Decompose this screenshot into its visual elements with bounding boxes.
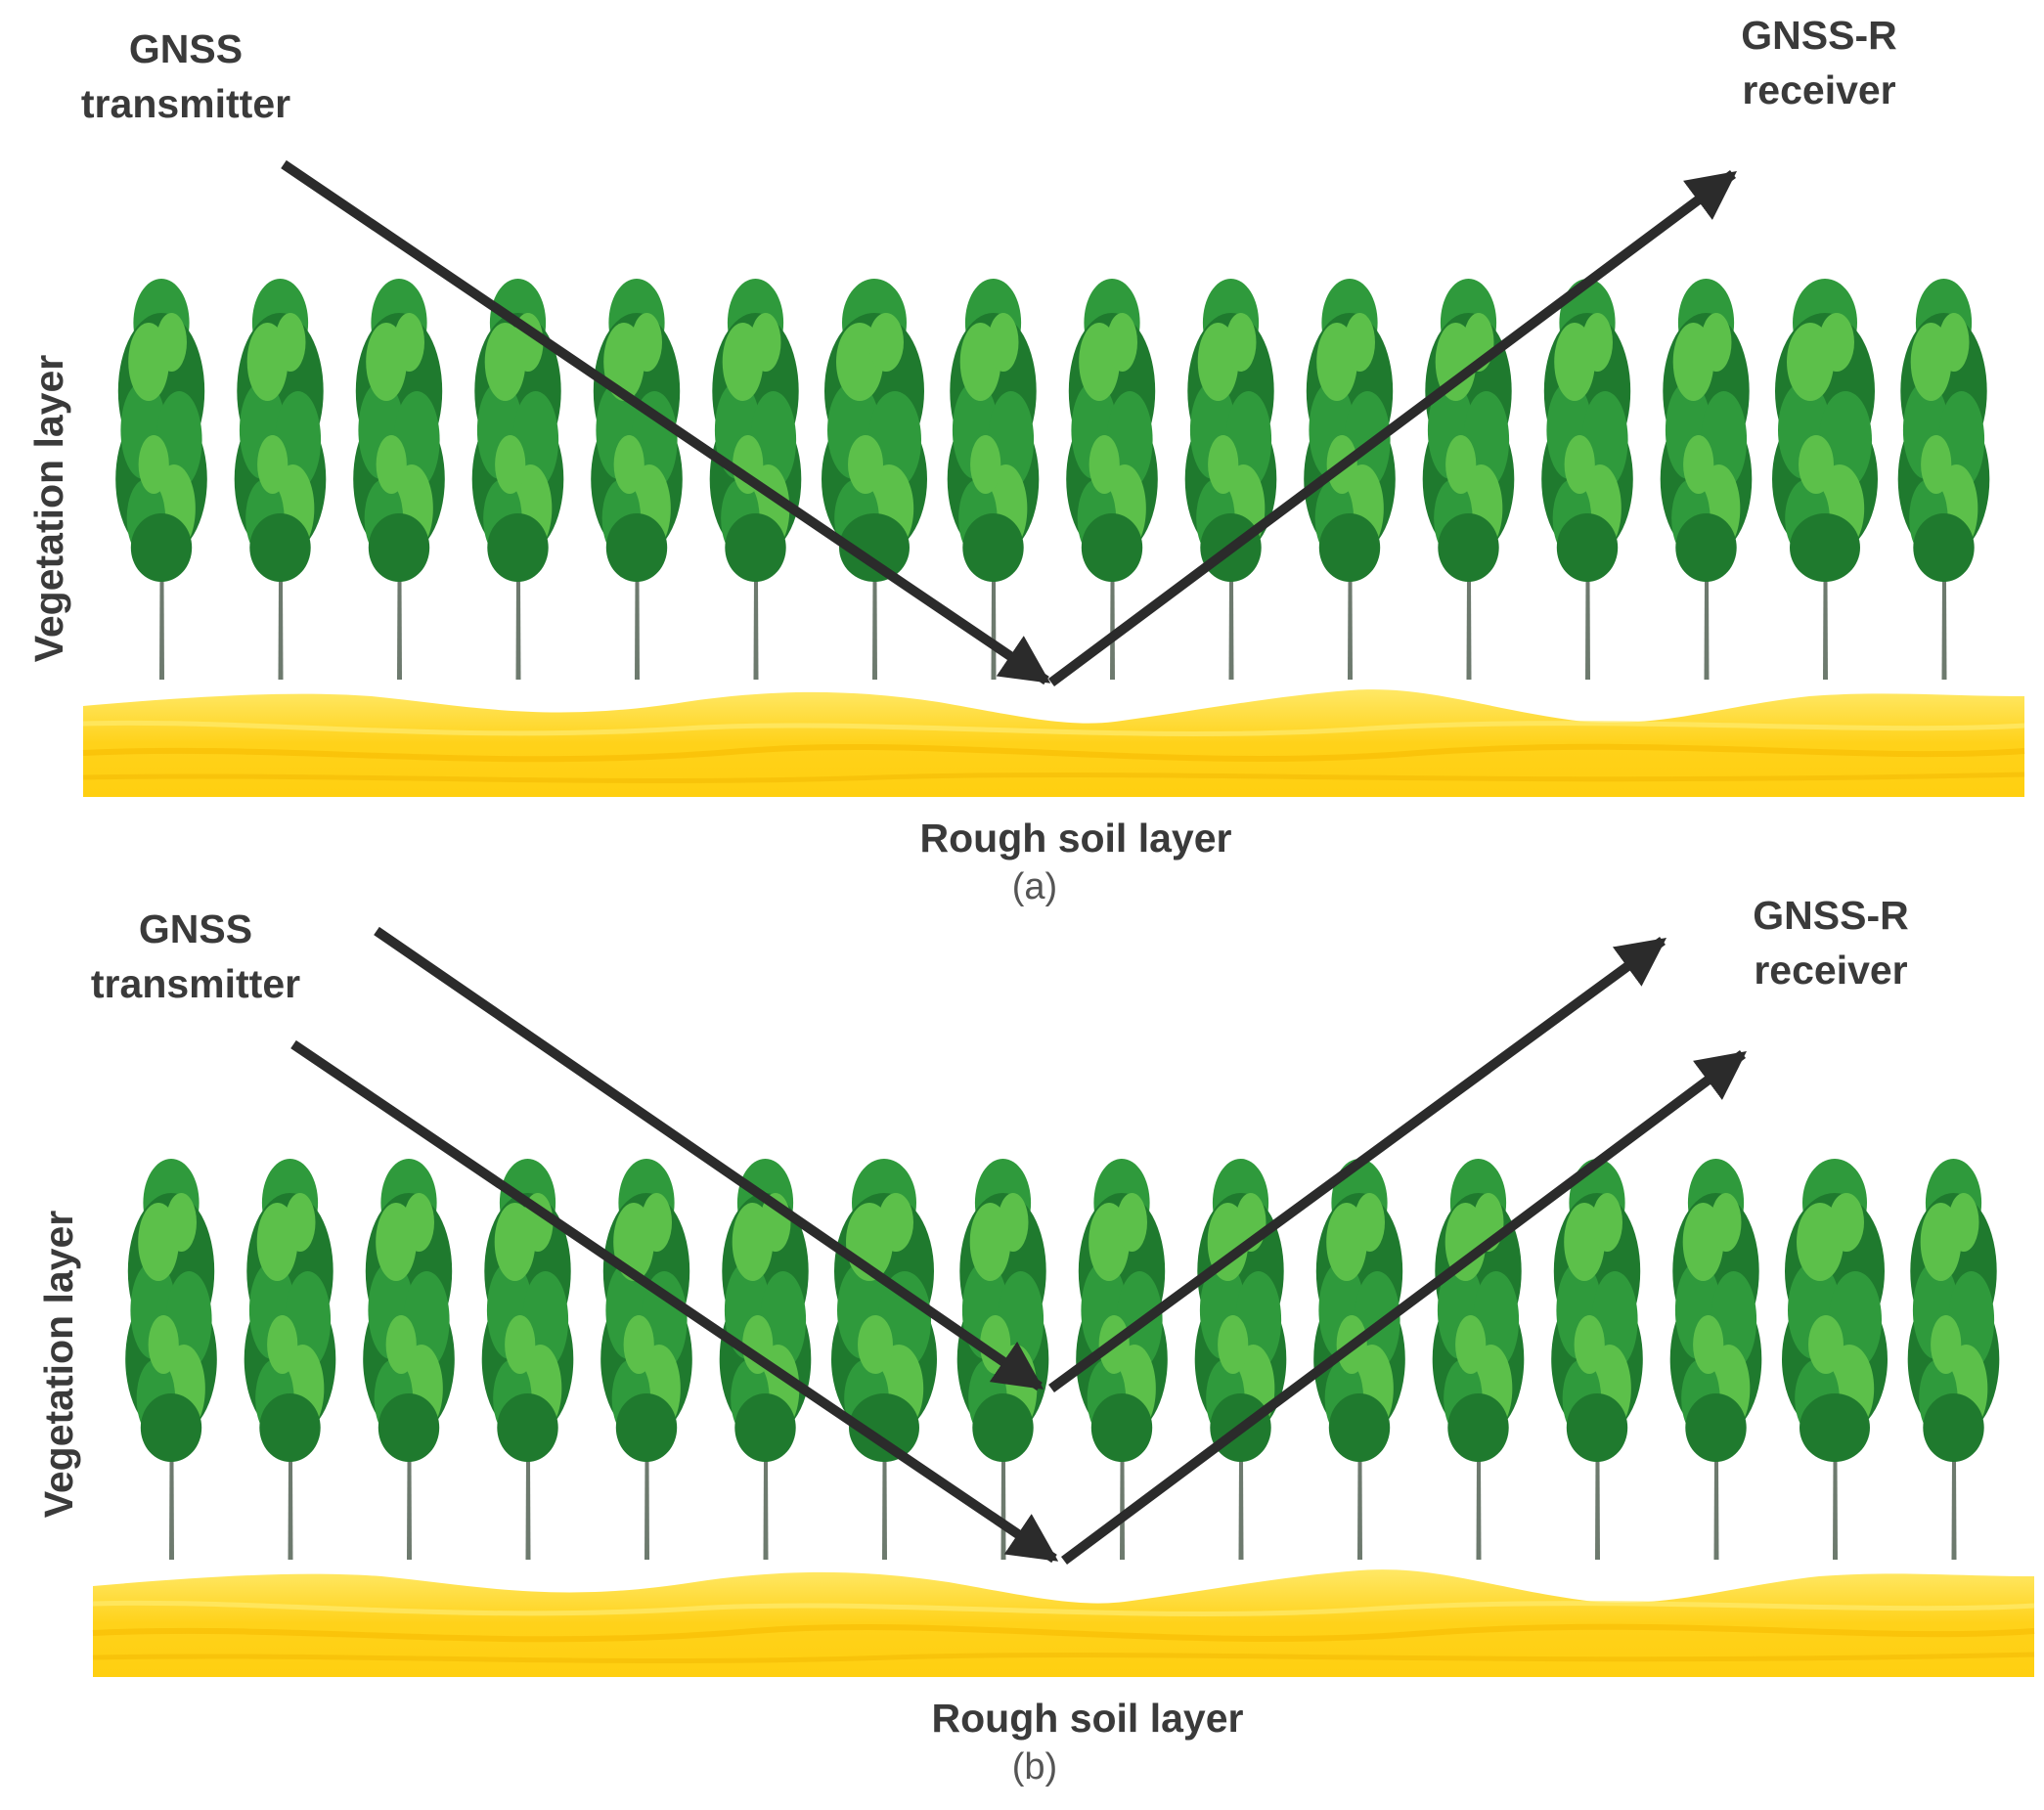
rough-soil-layer [82,689,2025,797]
incident-signal-arrow-upper [374,926,1044,1391]
panel-a: GNSS transmitter GNSS-R receiver Vegetat… [26,13,2025,907]
signal-paths [281,159,1738,687]
reflected-signal-arrow-lower [1061,1049,1748,1566]
incident-signal-arrow-lower [290,1039,1059,1564]
tree-icon [1194,1159,1287,1560]
tree-icon [947,279,1040,680]
vegetation-layer-label: Vegetation layer [26,354,71,663]
tree-icon [125,1159,217,1560]
reflected-signal-arrow-upper [1048,936,1667,1393]
vegetation-layer-label: Vegetation layer [36,1210,81,1519]
tree-icon [1669,1159,1762,1560]
tree-icon [1907,1159,2000,1560]
tree-icon [1066,279,1158,680]
rough-soil-layer-label: Rough soil layer [931,1696,1244,1741]
tree-icon [600,1159,692,1560]
tree-icon [1772,279,1878,680]
tree-icon [1660,279,1753,680]
tree-icon [234,279,327,680]
gnss-transmitter-label: GNSS transmitter [90,906,301,1006]
tree-icon [1541,279,1633,680]
vegetation-layer [115,279,1990,680]
tree-icon [353,279,445,680]
tree-icon [244,1159,336,1560]
tree-icon [1304,279,1396,680]
tree-icon [1551,1159,1643,1560]
gnss-r-receiver-label: GNSS-R receiver [1741,13,1897,112]
tree-icon [822,279,927,680]
tree-icon [481,1159,574,1560]
gnss-r-receiver-label: GNSS-R receiver [1753,893,1909,993]
panel-a-art [82,159,2025,797]
incident-signal-arrow [281,159,1051,685]
tree-icon [363,1159,455,1560]
tree-icon [1422,279,1515,680]
signal-paths [290,926,1748,1566]
panel-b-art [92,926,2035,1677]
panel-b: GNSS transmitter GNSS-R receiver Vegetat… [0,880,2044,1788]
tree-icon [1184,279,1277,680]
tree-icon [831,1159,937,1560]
tree-icon [1782,1159,1888,1560]
reflected-signal-arrow [1048,169,1738,687]
panel-label-a: (a) [1011,866,1058,907]
tree-icon [1432,1159,1525,1560]
vegetation-layer [125,1159,2000,1560]
tree-icon [591,279,683,680]
rough-soil-layer-label: Rough soil layer [919,816,1232,861]
rough-soil-layer [92,1569,2035,1677]
tree-icon [1313,1159,1405,1560]
tree-icon [471,279,564,680]
panel-label-b: (b) [1011,1746,1058,1788]
tree-icon [1076,1159,1168,1560]
tree-icon [115,279,207,680]
tree-icon [1897,279,1990,680]
gnss-transmitter-label: GNSS transmitter [80,26,291,126]
